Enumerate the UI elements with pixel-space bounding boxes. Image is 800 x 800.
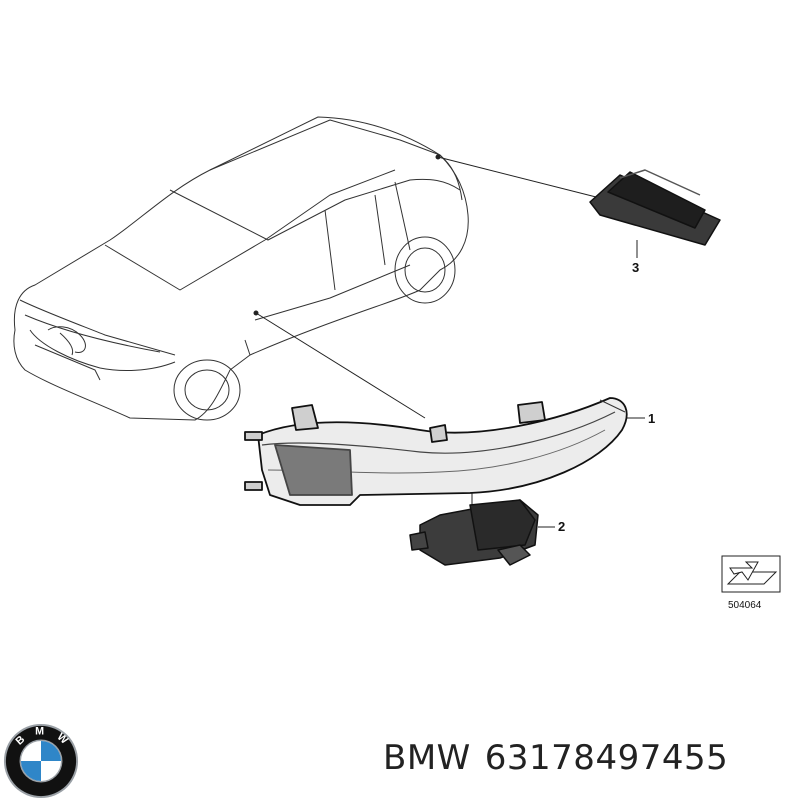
- led-module: [409, 499, 539, 566]
- logo-quadrant-blue-tr: [41, 741, 61, 761]
- logo-quadrant-blue-bl: [21, 761, 41, 781]
- car-outline: [13, 116, 469, 421]
- part-number: 63178497455: [484, 738, 729, 778]
- brand-name: BMW: [383, 738, 471, 778]
- logo-letter-m: M: [35, 726, 44, 738]
- reference-code: 504064: [728, 600, 762, 611]
- bmw-logo: B M W: [3, 723, 79, 799]
- callout-3: 3: [632, 260, 639, 275]
- mirror-turn-signal-lens: [244, 397, 628, 506]
- reference-symbol: [721, 555, 781, 593]
- leader-lines: [253, 154, 645, 528]
- callout-1: 1: [648, 411, 655, 426]
- part-caption: BMW 63178497455: [383, 738, 728, 778]
- license-plate-lamp: [589, 169, 721, 246]
- callout-2: 2: [558, 519, 565, 534]
